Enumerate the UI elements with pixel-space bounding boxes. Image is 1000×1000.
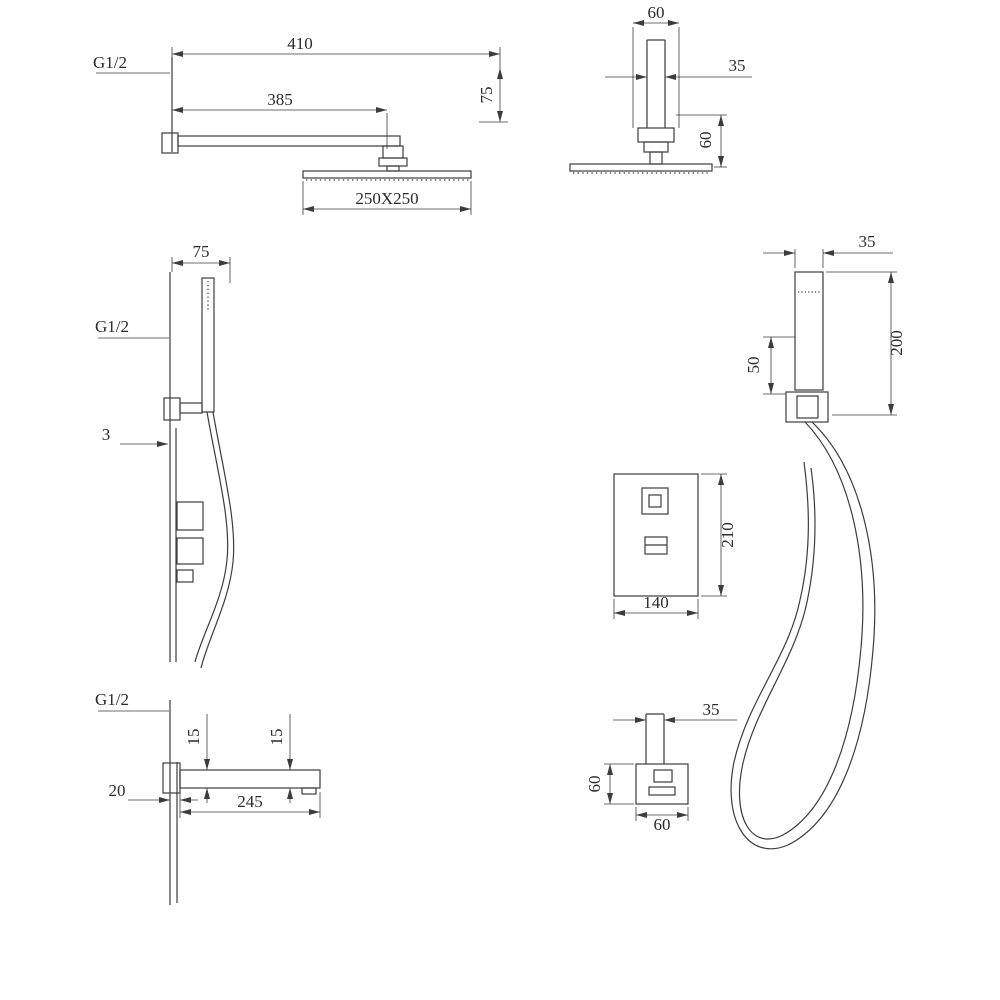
dim-60-flange-label: 60 (648, 3, 665, 22)
rain-shower-front-dimensions (605, 20, 752, 168)
dim-75-bracket-label: 75 (193, 242, 210, 261)
dim-35-handset-label: 35 (859, 232, 876, 251)
hand-shower-side-geometry (163, 272, 235, 669)
dim-15-front-label: 15 (267, 729, 286, 746)
shower-hose-loop (730, 421, 876, 850)
thread-label-hand-side: G1/2 (95, 317, 129, 336)
dim-385-label: 385 (267, 90, 293, 109)
mixer-valve-front-view: 210 140 (613, 473, 737, 619)
dim-15-rear-label: 15 (184, 729, 203, 746)
mixer-valve-geometry (613, 473, 699, 597)
dim-210-plate-label: 210 (718, 522, 737, 548)
rain-shower-front-geometry (569, 39, 713, 174)
spout-front-view: 35 60 60 (585, 700, 737, 834)
spout-front-geometry (635, 713, 689, 805)
dim-35-arm-label: 35 (729, 56, 746, 75)
rain-shower-side-geometry (161, 57, 472, 181)
hand-shower-side-view: 75 G1/2 3 (95, 242, 235, 669)
dim-140-plate-label: 140 (643, 593, 669, 612)
dim-245-length-label: 245 (237, 792, 263, 811)
dim-head-size-label: 250X250 (355, 189, 418, 208)
rain-shower-side-dimensions (96, 47, 508, 215)
dim-410-label: 410 (287, 34, 313, 53)
spout-side-view: G1/2 15 15 20 245 (95, 690, 321, 905)
thread-label-spout-side: G1/2 (95, 690, 129, 709)
dim-20-wall-label: 20 (109, 781, 126, 800)
dim-60-drop-label: 60 (696, 132, 715, 149)
dim-60-height-label: 60 (585, 776, 604, 793)
dim-50-holder-label: 50 (744, 357, 763, 374)
shower-hose (200, 411, 235, 669)
rain-shower-front-view: 60 35 60 (569, 3, 752, 174)
dim-200-handset-label: 200 (887, 330, 906, 356)
rain-shower-side-view: G1/2 410 385 75 250X250 (93, 34, 508, 215)
hand-shower-side-dimensions (98, 257, 231, 447)
hand-shower-front-dimensions (763, 249, 897, 416)
hand-shower-front-geometry (730, 271, 876, 850)
hand-shower-front-view: 35 200 50 (730, 232, 906, 850)
spout-side-geometry (162, 700, 321, 905)
spout-front-dimensions (604, 717, 737, 821)
thread-label-rain-side: G1/2 (93, 53, 127, 72)
dim-60-width-label: 60 (654, 815, 671, 834)
spout-side-dimensions (98, 710, 321, 818)
dim-75-drop-label: 75 (477, 87, 496, 104)
dim-35-pipe-label: 35 (703, 700, 720, 719)
shower-hose-loop (738, 421, 864, 840)
shower-hose (194, 411, 229, 663)
mixer-valve-dimensions (613, 473, 727, 619)
dim-3-plate-label: 3 (102, 425, 111, 444)
